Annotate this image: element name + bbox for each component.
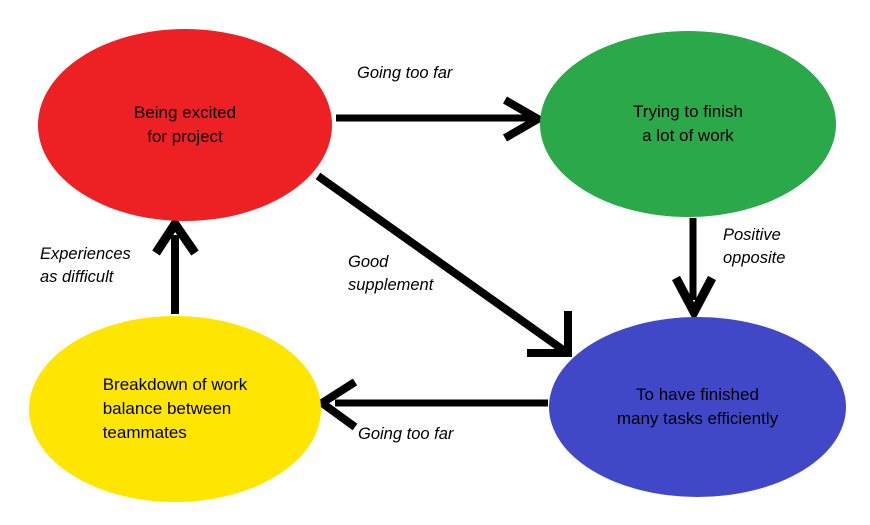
node-finished-tasks-label: To have finished many tasks efficiently: [616, 384, 779, 428]
node-excited-label: Being excited for project: [133, 102, 237, 146]
edge-label-positive-opposite: Positive opposite: [723, 226, 786, 267]
edge-excited-to-finish-lots: [336, 96, 547, 142]
edge-label-experiences-as-difficult: Experiences as difficult: [40, 245, 131, 286]
node-finish-lots-label: Trying to finish a lot of work: [633, 101, 743, 145]
edge-label-good-supplement: Good supplement: [348, 253, 434, 294]
edge-label-going-too-far-top: Going too far: [357, 64, 453, 82]
node-breakdown[interactable]: Breakdown of work balance between teamma…: [29, 316, 321, 502]
node-breakdown-label: Breakdown of work balance between teamma…: [102, 374, 248, 443]
node-finished-tasks[interactable]: To have finished many tasks efficiently: [549, 317, 846, 497]
node-excited[interactable]: Being excited for project: [38, 29, 332, 221]
edge-label-going-too-far-bottom: Going too far: [358, 425, 454, 443]
edge-finish-lots-to-finished-tasks: [672, 218, 716, 322]
node-finish-lots[interactable]: Trying to finish a lot of work: [540, 31, 836, 217]
edge-breakdown-to-excited: [152, 215, 199, 314]
edge-excited-to-finished-tasks: [315, 172, 572, 357]
edge-finished-tasks-to-breakdown: [314, 378, 548, 431]
